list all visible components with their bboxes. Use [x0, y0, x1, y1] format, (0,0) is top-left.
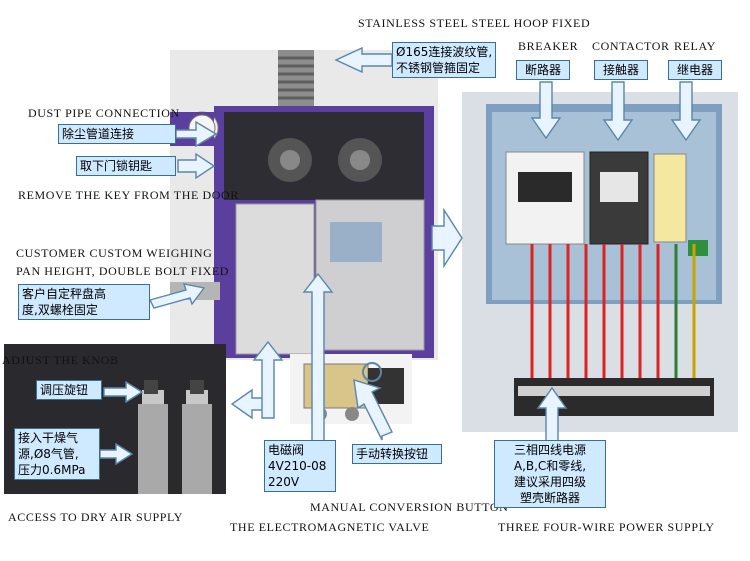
label-valve: THE ELECTROMAGNETIC VALVE	[230, 520, 430, 534]
label-adjust-knob: ADJUST THE KNOB	[2, 353, 119, 367]
cn-valve: 电磁阀 4V210-08 220V	[264, 440, 336, 492]
cn-power-line-3: 建议采用四级	[513, 475, 586, 489]
cn-valve-line-2: 4V210-08	[268, 459, 327, 473]
label-manual-button: MANUAL CONVERSION BUTTON	[310, 500, 509, 514]
cn-air-line-1: 接入干燥气	[18, 431, 79, 445]
cn-manual: 手动转换按钮	[352, 444, 442, 464]
cn-hoop-line-2: 不锈钢管箍固定	[396, 61, 481, 75]
cn-contactor: 接触器	[594, 60, 648, 80]
cn-remove-key: 取下门锁钥匙	[76, 156, 176, 176]
cn-knob: 调压旋钮	[36, 380, 102, 400]
label-relay: RELAY	[674, 39, 716, 53]
cn-air-line-2: 源,Ø8气管,	[18, 447, 79, 461]
cn-power-line-4: 塑壳断路器	[519, 491, 580, 505]
cn-custom: 客户自定秤盘高 度,双螺栓固定	[18, 284, 150, 320]
label-remove-key: REMOVE THE KEY FROM THE DOOR	[18, 188, 239, 202]
cn-dust-pipe: 除尘管道连接	[58, 124, 176, 144]
cn-air-line-3: 压力0.6MPa	[18, 463, 86, 477]
label-dust-pipe: DUST PIPE CONNECTION	[28, 106, 180, 120]
label-dry-air: ACCESS TO DRY AIR SUPPLY	[8, 510, 184, 524]
cn-custom-line-1: 客户自定秤盘高	[22, 287, 107, 301]
label-custom-weigh-2: PAN HEIGHT, DOUBLE BOLT FIXED	[16, 264, 230, 278]
cn-power: 三相四线电源 A,B,C和零线, 建议采用四级 塑壳断路器	[494, 440, 606, 508]
cn-hoop: Ø165连接波纹管, 不锈钢管箍固定	[392, 42, 496, 78]
cn-breaker: 断路器	[516, 60, 570, 80]
label-three-phase: THREE FOUR-WIRE POWER SUPPLY	[498, 520, 715, 534]
label-contactor: CONTACTOR	[592, 39, 670, 53]
label-breaker: BREAKER	[518, 39, 579, 53]
cn-valve-line-1: 电磁阀	[268, 443, 305, 457]
cn-power-line-1: 三相四线电源	[513, 443, 586, 457]
cn-valve-line-3: 220V	[268, 475, 300, 489]
cn-power-line-2: A,B,C和零线,	[513, 459, 587, 473]
label-custom-weigh-1: CUSTOMER CUSTOM WEIGHING	[16, 246, 213, 260]
label-stainless-hoop: STAINLESS STEEL STEEL HOOP FIXED	[358, 16, 591, 30]
cn-air: 接入干燥气 源,Ø8气管, 压力0.6MPa	[14, 428, 100, 480]
cn-custom-line-2: 度,双螺栓固定	[22, 303, 98, 317]
cn-relay: 继电器	[668, 60, 722, 80]
cn-hoop-line-1: Ø165连接波纹管,	[396, 45, 493, 59]
